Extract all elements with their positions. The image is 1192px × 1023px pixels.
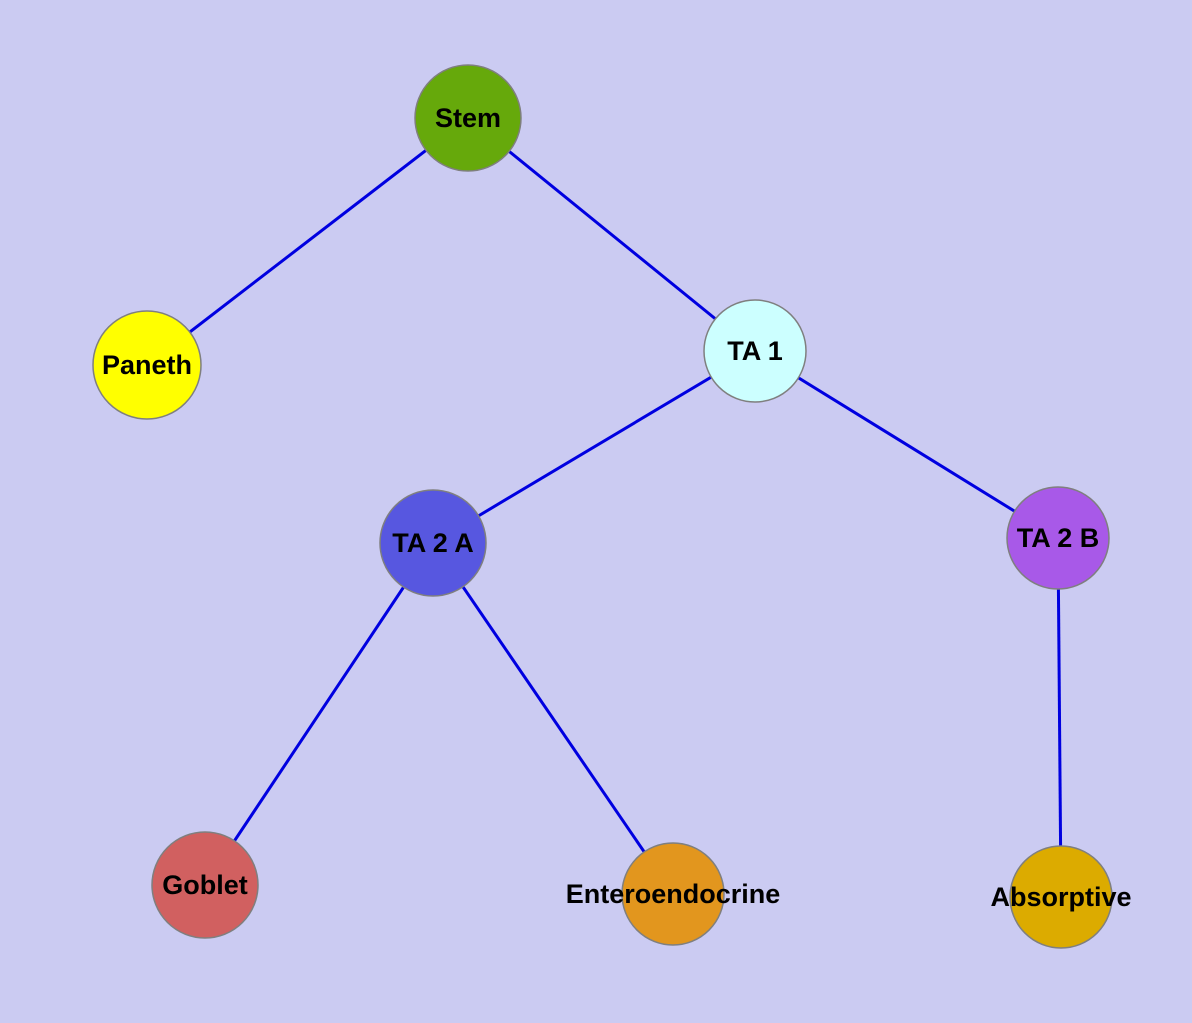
node-ta2b[interactable]: TA 2 B (1006, 486, 1110, 590)
edge-ta1-ta2a (432, 349, 756, 545)
node-circle-enteroendocrine[interactable] (621, 842, 725, 946)
node-circle-absorptive[interactable] (1009, 845, 1113, 949)
node-ta1[interactable]: TA 1 (703, 299, 807, 403)
edge-ta2a-enteroendocrine (431, 542, 675, 895)
node-paneth[interactable]: Paneth (92, 310, 202, 420)
node-circle-stem[interactable] (414, 64, 522, 172)
edge-ta2a-goblet (203, 542, 435, 886)
node-circle-ta2a[interactable] (379, 489, 487, 597)
node-goblet[interactable]: Goblet (151, 831, 259, 939)
edge-stem-paneth (146, 116, 469, 367)
node-circle-ta2b[interactable] (1006, 486, 1110, 590)
node-ta2a[interactable]: TA 2 A (379, 489, 487, 597)
node-circle-ta1[interactable] (703, 299, 807, 403)
edge-stem-ta1 (467, 116, 756, 353)
node-stem[interactable]: Stem (414, 64, 522, 172)
node-circle-paneth[interactable] (92, 310, 202, 420)
edge-ta2b-absorptive (1056, 537, 1063, 898)
node-circle-goblet[interactable] (151, 831, 259, 939)
edge-ta1-ta2b (754, 349, 1059, 540)
